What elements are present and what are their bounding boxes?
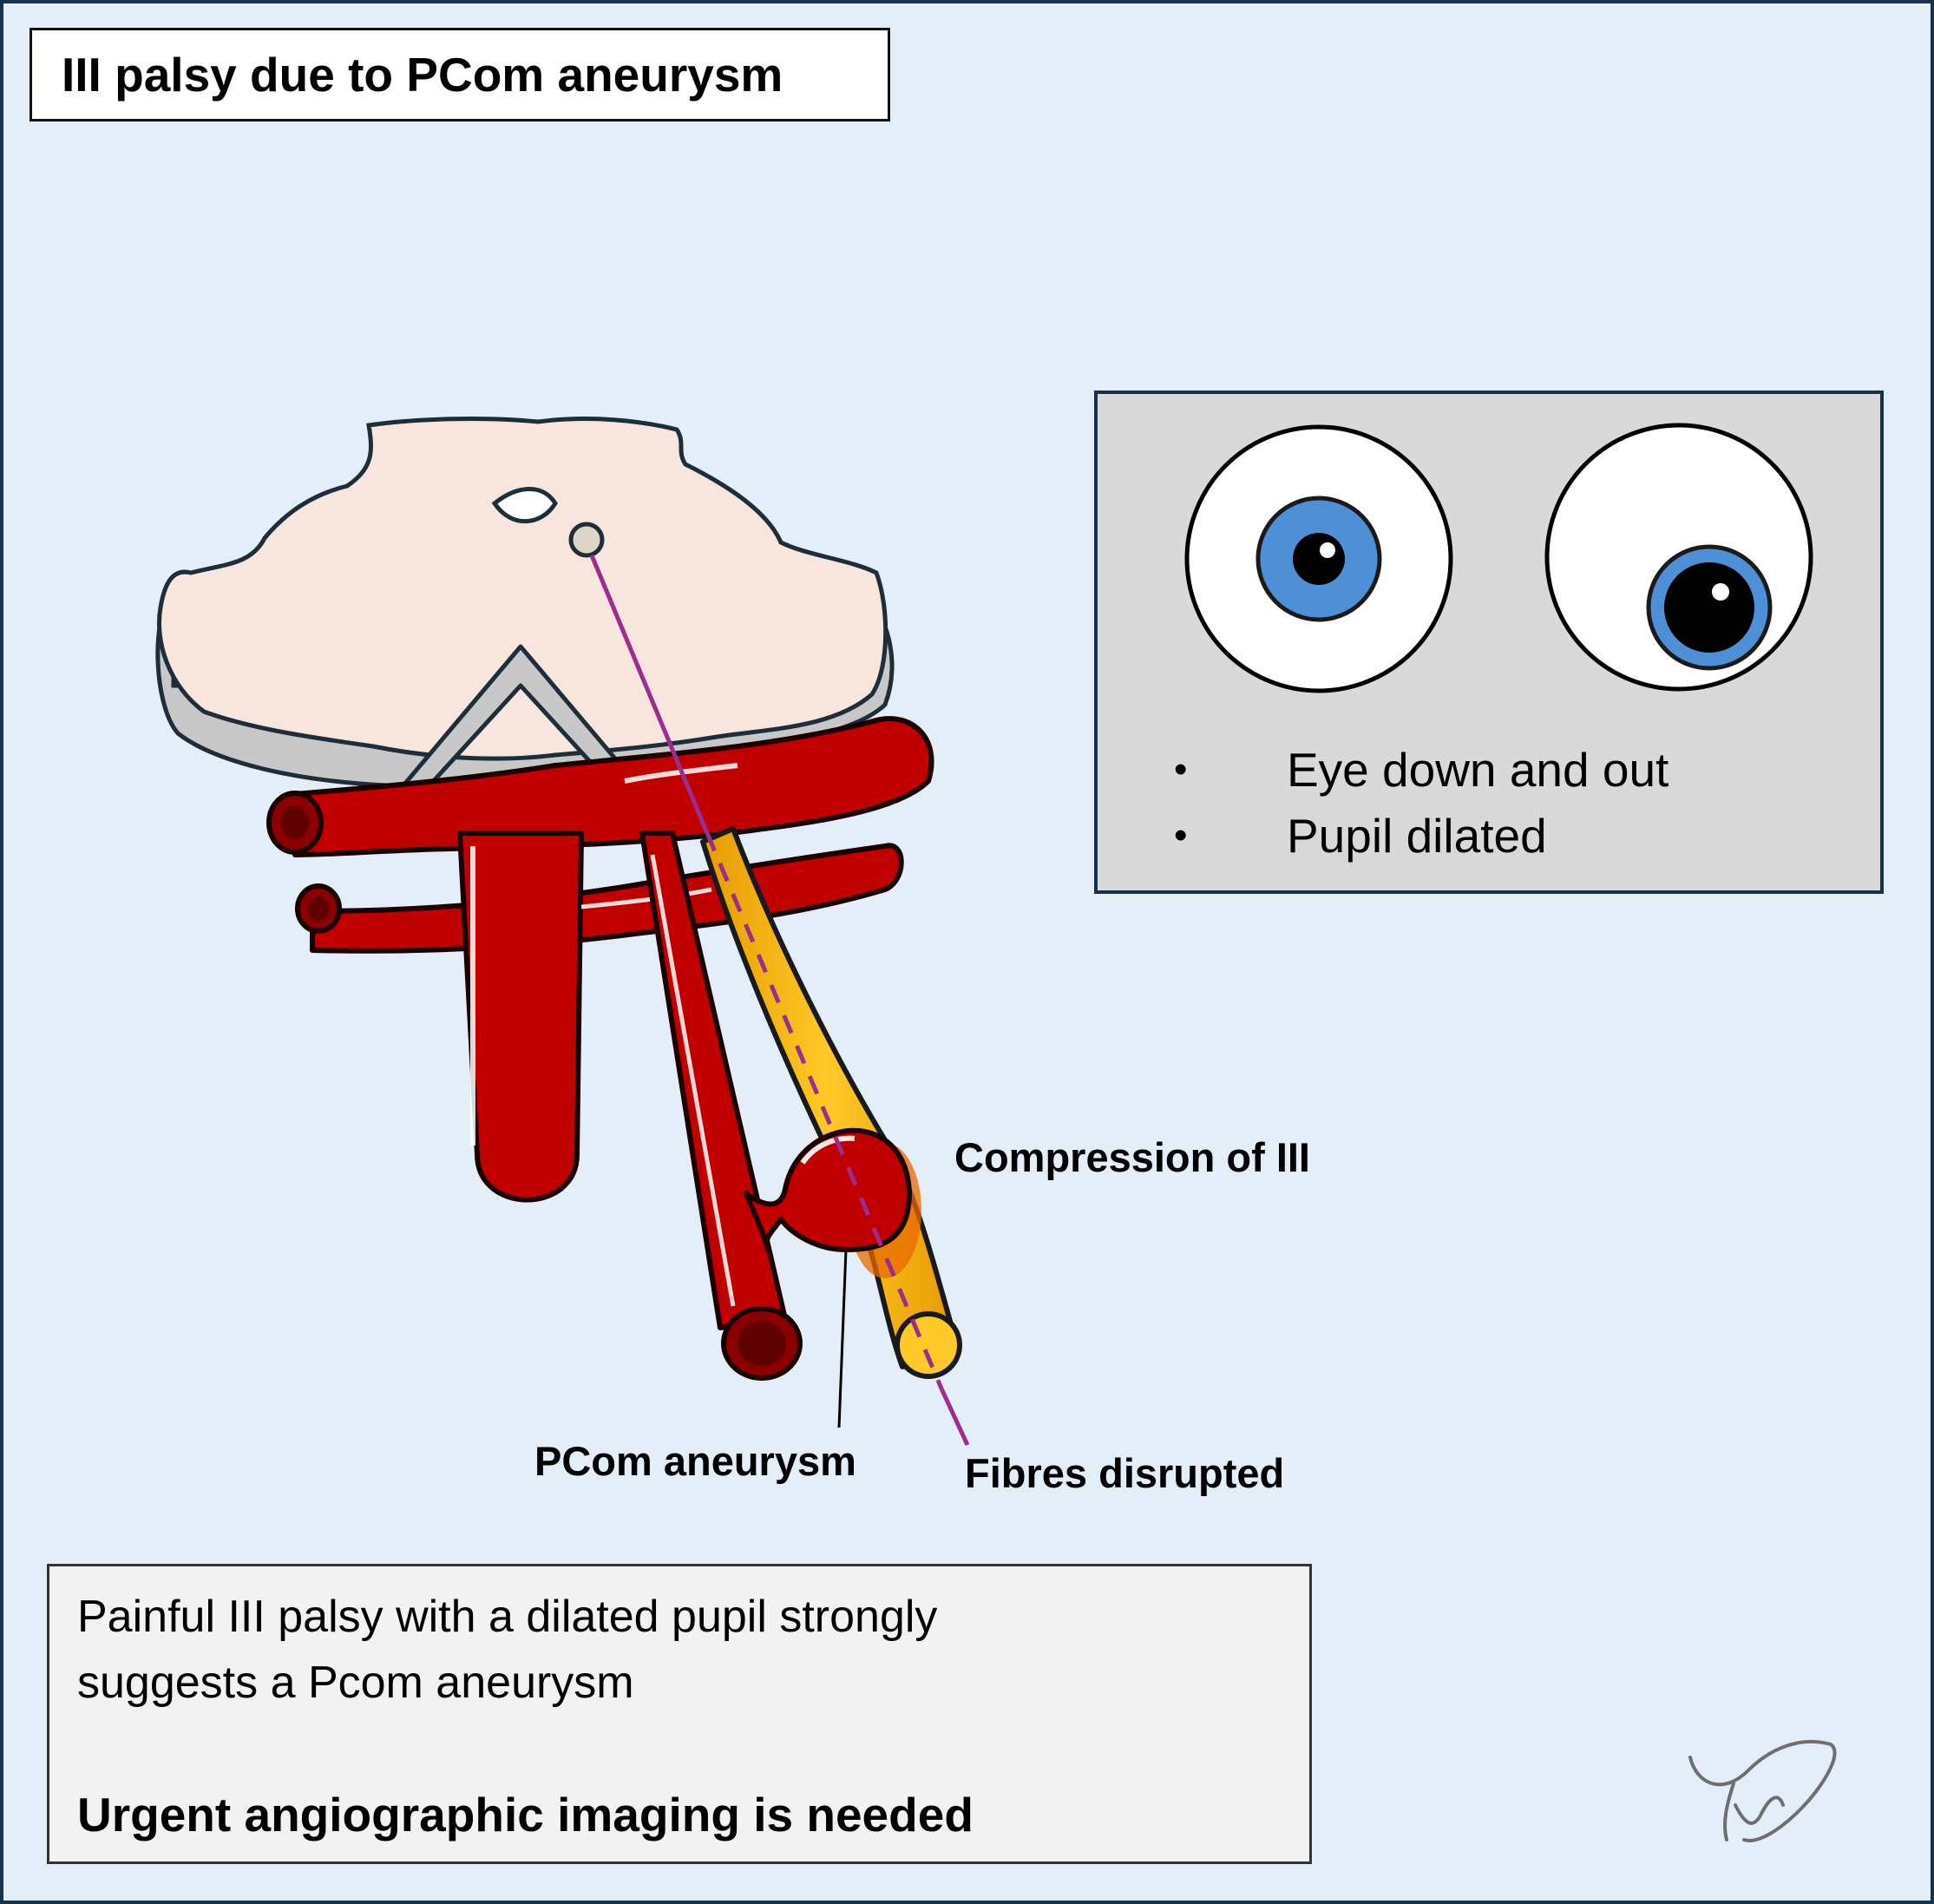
pcom-aneurysm [744,1127,912,1252]
label-fibres-disrupted: Fibres disrupted [965,1450,1285,1496]
fibres-dashed-line [705,832,944,1389]
normal-eye [1184,424,1453,693]
bullet-icon: • [1174,814,1188,857]
fibres-pointer-tail [939,1387,970,1447]
midbrain [155,417,895,790]
normal-eye-pupil [1293,533,1345,585]
cerebral-aqueduct [491,487,558,524]
note-emphasis: Urgent angiographic imaging is needed [77,1788,974,1842]
affected-eye [1544,423,1813,692]
note-line-2: suggests a Pcom aneurysm [77,1658,634,1708]
basilar-artery [457,831,584,1203]
eye-finding-item: •Eye down and out [1174,743,1669,797]
arteries [266,716,934,1381]
label-pcom-aneurysm: PCom aneurysm [534,1438,856,1484]
eye-findings-panel: •Eye down and out •Pupil dilated [1094,391,1884,894]
fibres-pointer-line [589,555,710,834]
note-line-1: Painful III palsy with a dilated pupil s… [77,1592,938,1642]
eye-finding-item: •Pupil dilated [1174,809,1547,863]
oculomotor-nucleus [568,522,605,558]
affected-eye-dilated-pupil [1664,562,1754,653]
note-spacer [77,1716,1282,1782]
midbrain-body [156,417,888,761]
author-signature [1688,1739,1837,1842]
superior-cerebellar-arteries [310,843,904,954]
aneurysm-pointer-line [837,1249,848,1428]
eye-illustration [1184,423,1813,693]
label-compression: Compression of III [954,1134,1310,1180]
eye-findings-list: •Eye down and out •Pupil dilated [1174,737,1668,869]
nerve-cut-end [895,1311,962,1379]
diagram-title: III palsy due to PCom aneurysm [30,28,890,121]
clinical-note: Painful III palsy with a dilated pupil s… [47,1564,1312,1864]
bullet-icon: • [1174,748,1188,791]
